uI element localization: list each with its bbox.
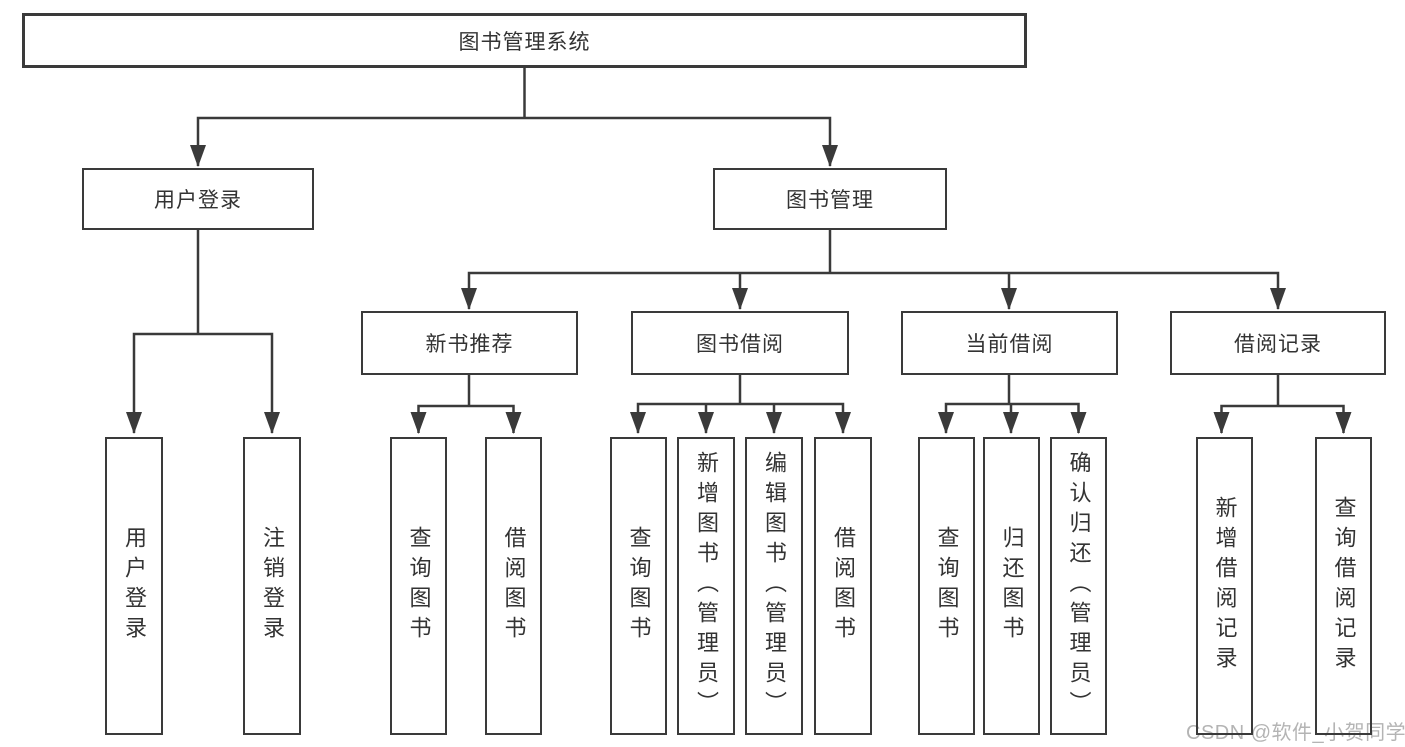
watermark: CSDN @软件_小贺同学 — [1186, 722, 1405, 744]
leaf-return-books: 归还图书 — [983, 437, 1040, 735]
node-label: 查询图书 — [934, 526, 960, 646]
leaf-edit-books-admin: 编辑图书（管理员） — [745, 437, 803, 735]
node-label: 新增图书（管理员） — [694, 451, 719, 721]
leaf-query-books-borrowing: 查询图书 — [610, 437, 667, 735]
node-label: 借阅图书 — [831, 526, 856, 646]
leaf-query-borrow-record: 查询借阅记录 — [1315, 437, 1372, 735]
node-label: 编辑图书（管理员） — [762, 451, 787, 721]
leaf-add-books-admin: 新增图书（管理员） — [677, 437, 735, 735]
edge-borrowing-split — [630, 402, 851, 434]
node-label: 注销登录 — [260, 526, 285, 646]
node-label: 归还图书 — [999, 526, 1025, 646]
node-borrowing-records: 借阅记录 — [1170, 311, 1386, 375]
leaf-borrow-books-borrowing: 借阅图书 — [814, 437, 872, 735]
edge-userlogin-split — [126, 332, 280, 434]
node-book-management: 图书管理 — [713, 168, 947, 230]
node-label: 确认归还（管理员） — [1066, 451, 1092, 721]
connector-group — [126, 68, 1352, 434]
node-label: 图书管理系统 — [458, 30, 591, 54]
node-label: 借阅记录 — [1234, 333, 1322, 356]
node-book-borrowing: 图书借阅 — [631, 311, 849, 375]
leaf-confirm-return-admin: 确认归还（管理员） — [1050, 437, 1107, 735]
node-library-management-system: 图书管理系统 — [22, 13, 1027, 68]
node-label: 用户登录 — [122, 526, 147, 646]
leaf-user-login: 用户登录 — [105, 437, 163, 735]
node-label: 新增借阅记录 — [1212, 496, 1238, 676]
node-label: 当前借阅 — [965, 333, 1054, 356]
leaf-borrow-books-recommend: 借阅图书 — [485, 437, 542, 735]
node-label: 图书借阅 — [696, 333, 784, 356]
node-label: 新书推荐 — [425, 333, 514, 356]
leaf-query-books-current: 查询图书 — [918, 437, 975, 735]
edge-recommend-split — [410, 404, 522, 434]
edge-bookmgmt-split — [461, 271, 1286, 310]
node-new-book-recommendation: 新书推荐 — [361, 311, 578, 375]
node-label: 查询图书 — [406, 526, 432, 646]
node-current-borrowing: 当前借阅 — [901, 311, 1118, 375]
edge-records-split — [1213, 404, 1352, 434]
leaf-logout-login: 注销登录 — [243, 437, 301, 735]
node-label: 查询借阅记录 — [1331, 496, 1357, 676]
node-user-login: 用户登录 — [82, 168, 314, 230]
leaf-query-books-recommend: 查询图书 — [390, 437, 447, 735]
node-label: 查询图书 — [626, 526, 652, 646]
leaf-add-borrow-record: 新增借阅记录 — [1196, 437, 1253, 735]
node-label: 用户登录 — [154, 189, 242, 212]
edge-root-split — [190, 116, 838, 167]
node-label: 借阅图书 — [501, 526, 527, 646]
node-label: 图书管理 — [786, 189, 874, 212]
